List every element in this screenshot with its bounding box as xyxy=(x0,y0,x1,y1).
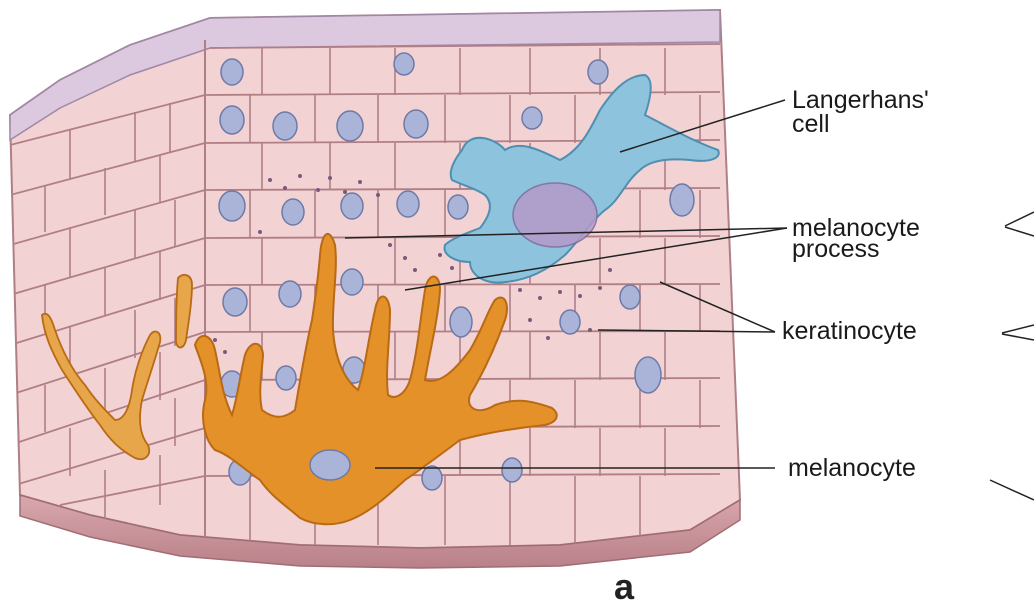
label-langerhans-line2: cell xyxy=(792,112,929,136)
label-langerhans-line1: Langerhans' xyxy=(792,88,929,112)
arrow-right-process-b xyxy=(1005,227,1034,236)
figure-letter-partial: a xyxy=(614,566,634,608)
label-keratinocyte: keratinocyte xyxy=(782,319,917,343)
label-melanocyte: melanocyte xyxy=(788,456,916,480)
arrow-right-process xyxy=(1005,212,1034,226)
melanocyte-nucleus xyxy=(310,450,350,480)
arrow-right-melanocyte xyxy=(990,480,1034,500)
langerhans-nucleus xyxy=(513,183,597,247)
arrow-right-keratinocyte-b xyxy=(1002,334,1034,340)
label-langerhans-cell: Langerhans' cell xyxy=(792,88,929,136)
label-melanocyte-process: melanocyte process xyxy=(792,216,920,261)
arrow-right-keratinocyte xyxy=(1002,325,1034,333)
